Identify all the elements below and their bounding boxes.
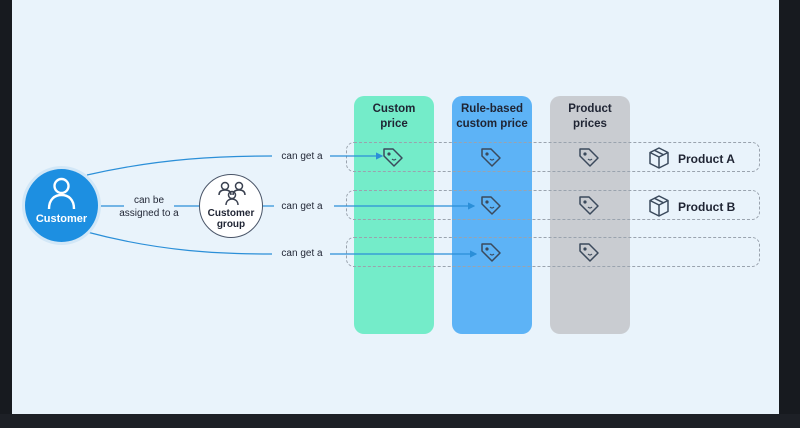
price-tag-icon	[481, 243, 501, 262]
column-rule-based-custom-price: Rule-based custom price	[452, 96, 532, 334]
connector-lines	[86, 152, 478, 258]
label-can-be-assigned: can be assigned to a	[119, 195, 179, 219]
row-product-b	[346, 190, 760, 220]
column-title-custom-price: Custom price	[372, 103, 416, 130]
label-can-get-top: can get a	[281, 151, 323, 162]
frame-bottom-edge	[0, 414, 800, 428]
price-tag-icon	[383, 148, 403, 167]
connector-customer-to-custom-price	[86, 155, 273, 176]
column-product-prices: Product prices	[550, 96, 630, 334]
diagram-canvas: Custom price Rule-based custom price Pro…	[12, 0, 779, 414]
people-group-icon	[218, 181, 246, 206]
product-b-label: Product B	[678, 200, 736, 214]
price-tag-icon	[579, 196, 599, 215]
box-icon	[649, 195, 669, 217]
person-icon	[47, 177, 76, 210]
customer-label: Customer	[35, 213, 88, 225]
price-tag-icon	[579, 148, 599, 167]
column-title-rule-based-custom-price: Rule-based custom price	[456, 103, 528, 130]
customer-group-node: Customer group	[199, 174, 263, 238]
column-title-product-prices: Product prices	[568, 103, 612, 130]
row-no-product	[346, 237, 760, 267]
customer-group-label: Customer group	[207, 208, 255, 230]
price-tag-icon	[579, 243, 599, 262]
customer-node: Customer	[25, 169, 98, 242]
label-can-get-bottom: can get a	[281, 248, 323, 259]
column-custom-price: Custom price	[354, 96, 434, 334]
box-icon	[649, 147, 669, 169]
connector-customer-to-bottom	[86, 231, 273, 255]
product-a-label: Product A	[678, 152, 735, 166]
label-can-get-middle: can get a	[281, 201, 323, 212]
price-tag-icon	[481, 196, 501, 215]
row-product-a	[346, 142, 760, 172]
price-tag-icon	[481, 148, 501, 167]
